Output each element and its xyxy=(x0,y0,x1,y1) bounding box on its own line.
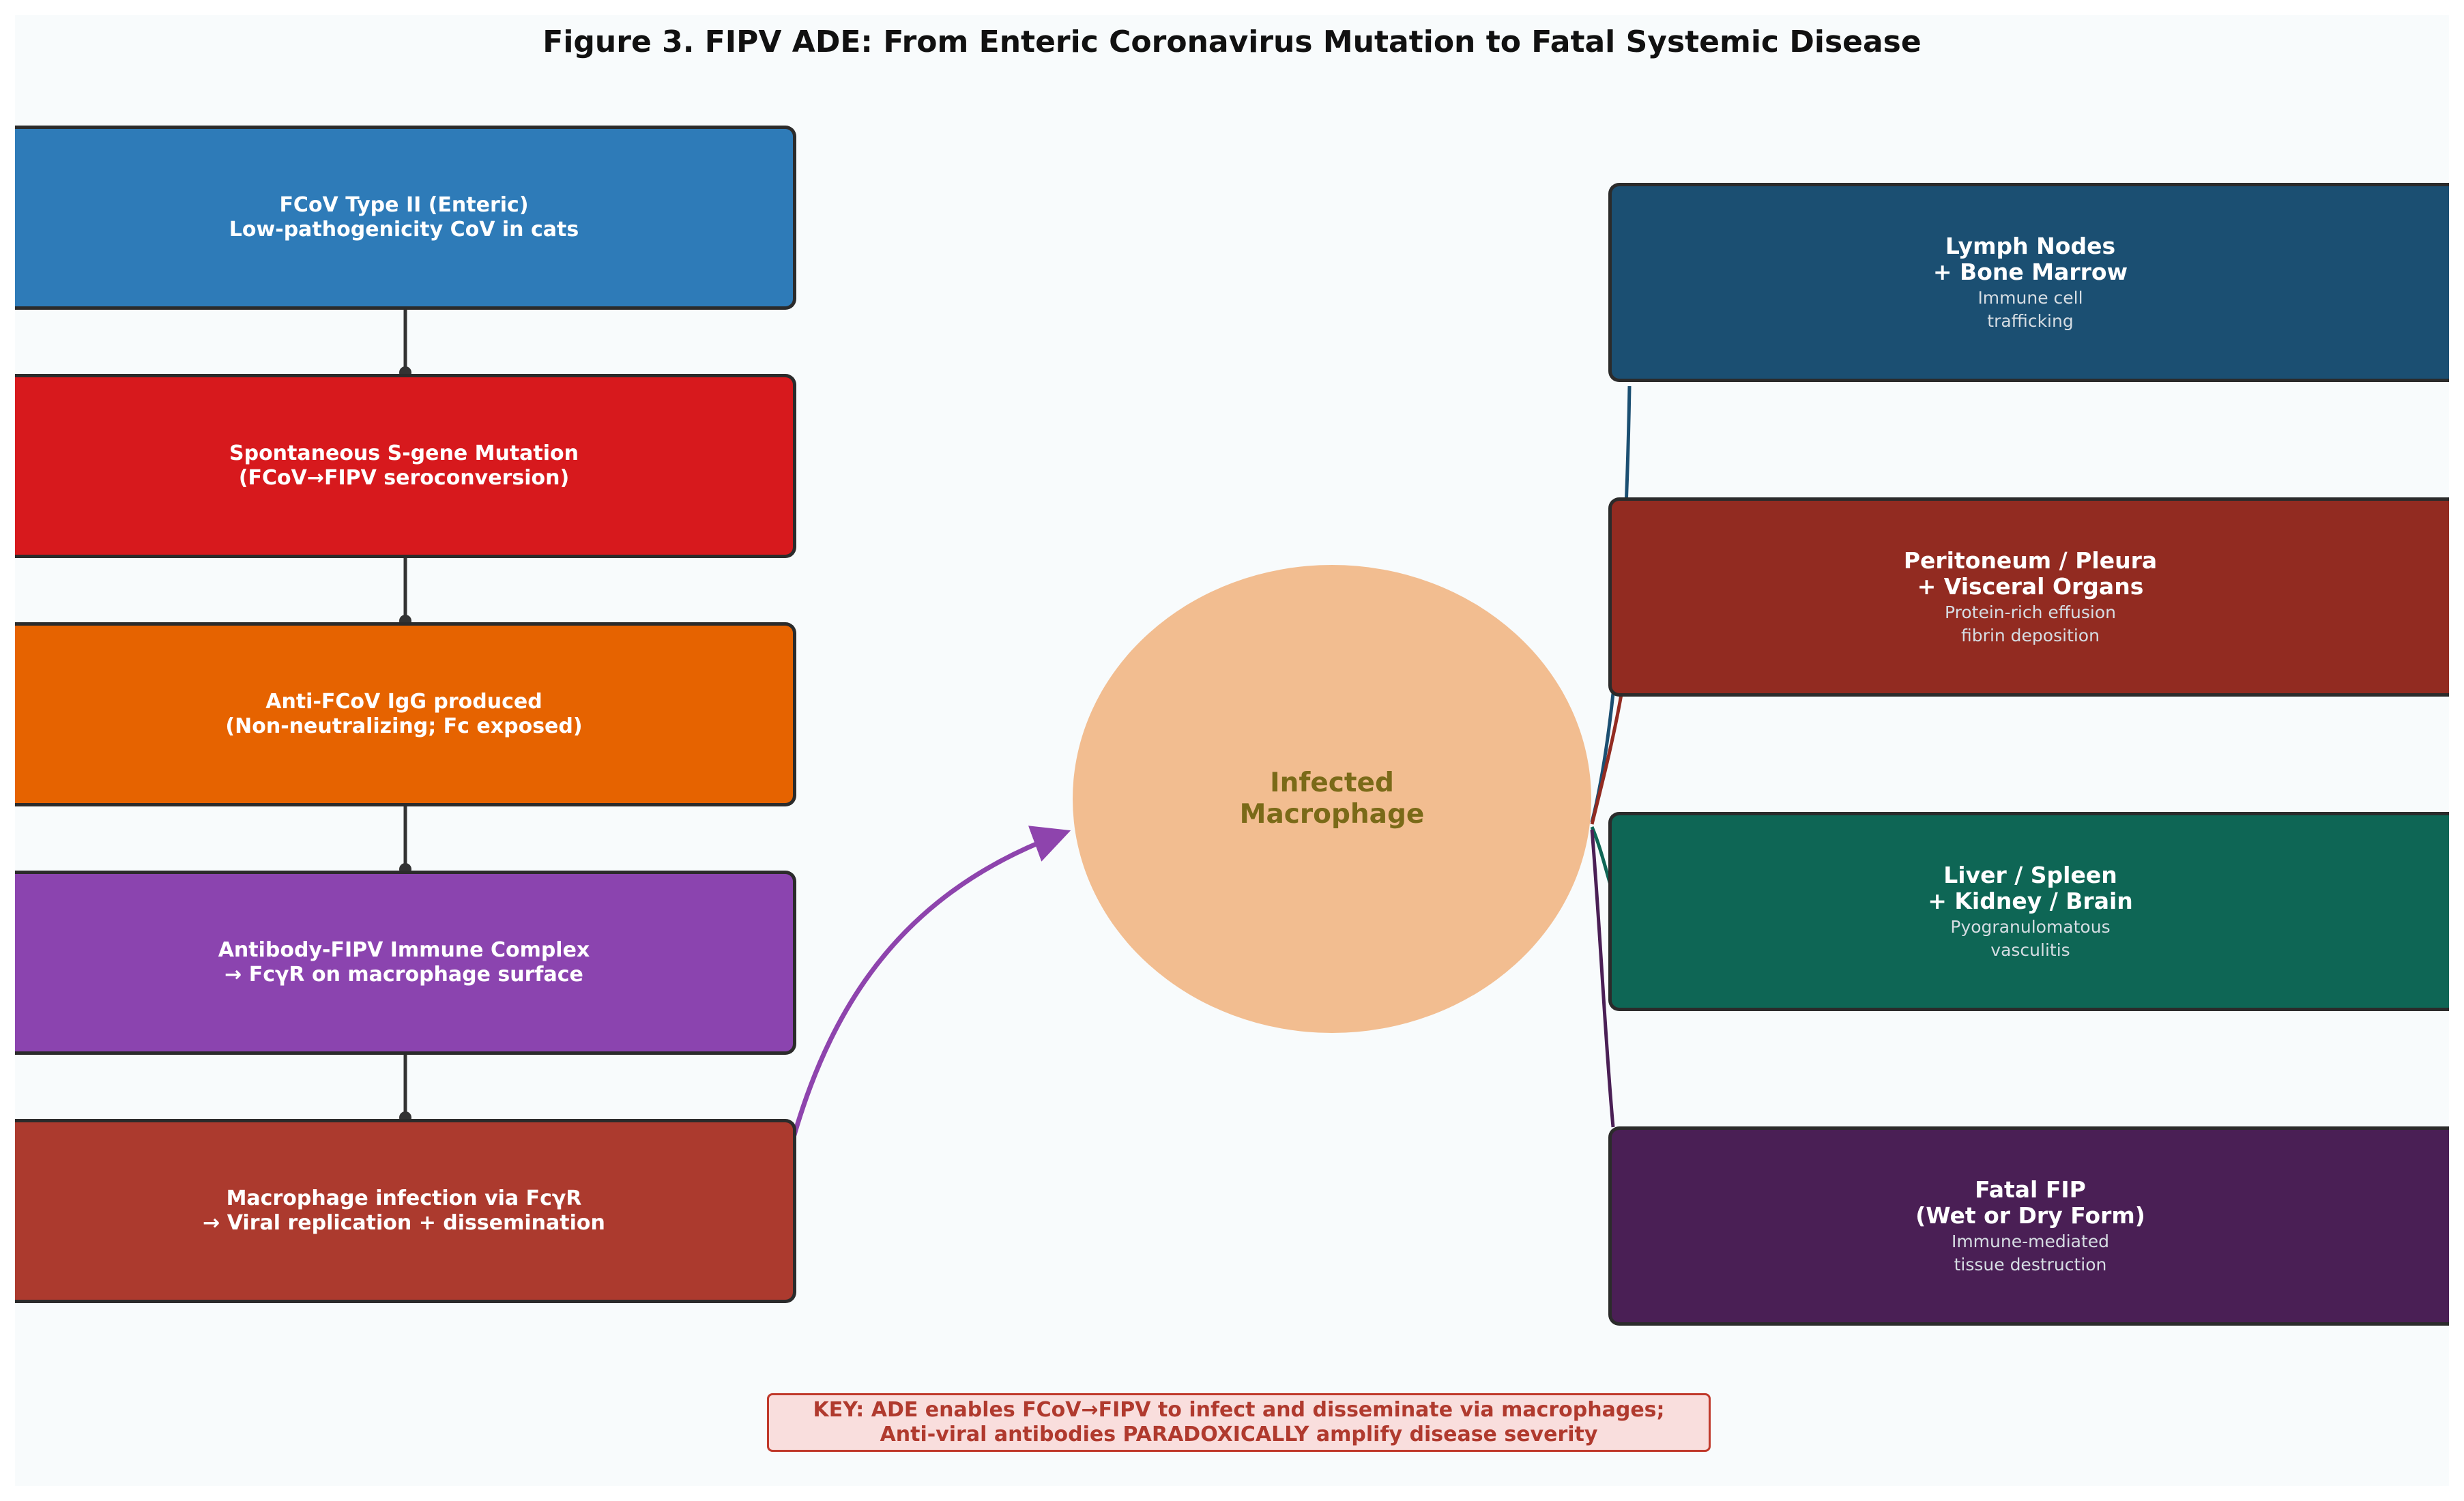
target-1-sub-1: Immune cell xyxy=(1977,288,2083,308)
target-peritoneum: Peritoneum / Pleura + Visceral Organs Pr… xyxy=(1608,497,2449,697)
step-2-line-1: Spontaneous S-gene Mutation xyxy=(229,441,579,465)
target-4-sub-2: tissue destruction xyxy=(1954,1255,2107,1274)
key-note: KEY: ADE enables FCoV→FIPV to infect and… xyxy=(767,1393,1711,1452)
target-4-line-1: Fatal FIP xyxy=(1975,1176,2086,1203)
step-3-line-1: Anti-FCoV IgG produced xyxy=(265,690,542,714)
step-3-line-2: (Non-neutralizing; Fc exposed) xyxy=(225,714,583,738)
macrophage-line-2: Macrophage xyxy=(1239,799,1425,830)
macrophage-label: Infected Macrophage xyxy=(1073,565,1591,1033)
target-3-line-2: + Kidney / Brain xyxy=(1928,888,2133,914)
target-3-line-1: Liver / Spleen xyxy=(1943,862,2117,888)
key-line-2: Anti-viral antibodies PARADOXICALLY ampl… xyxy=(880,1423,1598,1446)
connector-to-peritoneum xyxy=(1590,694,1623,825)
target-3-sub-1: Pyogranulomatous xyxy=(1950,917,2111,937)
step-1-line-2: Low-pathogenicity CoV in cats xyxy=(229,218,579,242)
target-1-line-2: + Bone Marrow xyxy=(1932,259,2128,285)
target-1-line-1: Lymph Nodes xyxy=(1945,233,2116,259)
step-s-gene-mutation: Spontaneous S-gene Mutation (FCoV→FIPV s… xyxy=(15,374,796,558)
target-2-line-2: + Visceral Organs xyxy=(1917,573,2144,600)
target-2-sub-2: fibrin deposition xyxy=(1961,626,2100,645)
target-lymph-nodes: Lymph Nodes + Bone Marrow Immune cell tr… xyxy=(1608,183,2449,382)
target-2-sub-1: Protein-rich effusion xyxy=(1945,602,2116,622)
step-macrophage-infection: Macrophage infection via FcγR → Viral re… xyxy=(15,1119,796,1303)
step-1-line-1: FCoV Type II (Enteric) xyxy=(279,193,529,217)
target-4-sub-1: Immune-mediated xyxy=(1951,1232,2110,1251)
step-5-line-1: Macrophage infection via FcγR xyxy=(226,1186,582,1210)
step-igg-produced: Anti-FCoV IgG produced (Non-neutralizing… xyxy=(15,622,796,806)
target-1-sub-2: trafficking xyxy=(1987,311,2074,331)
target-liver-spleen: Liver / Spleen + Kidney / Brain Pyogranu… xyxy=(1608,812,2449,1011)
arrow-to-macrophage xyxy=(774,826,1071,1207)
target-3-sub-2: vasculitis xyxy=(1990,940,2070,960)
step-4-line-1: Antibody-FIPV Immune Complex xyxy=(218,938,590,962)
macrophage-ellipse xyxy=(1073,565,1591,1033)
step-immune-complex: Antibody-FIPV Immune Complex → FcγR on m… xyxy=(15,871,796,1055)
connector-to-fatal xyxy=(1590,829,1615,1128)
step-fcov-enteric: FCoV Type II (Enteric) Low-pathogenicity… xyxy=(15,126,796,310)
step-5-line-2: → Viral replication + dissemination xyxy=(203,1211,605,1235)
key-line-1: KEY: ADE enables FCoV→FIPV to infect and… xyxy=(813,1398,1665,1422)
macrophage-line-1: Infected xyxy=(1270,768,1394,798)
step-2-line-2: (FCoV→FIPV seroconversion) xyxy=(238,466,570,490)
target-fatal-fip: Fatal FIP (Wet or Dry Form) Immune-media… xyxy=(1608,1126,2449,1326)
figure-title: Figure 3. FIPV ADE: From Enteric Coronav… xyxy=(542,25,1922,59)
target-4-line-2: (Wet or Dry Form) xyxy=(1915,1202,2145,1229)
step-4-line-2: → FcγR on macrophage surface xyxy=(224,963,583,987)
target-2-line-1: Peritoneum / Pleura xyxy=(1903,547,2158,574)
